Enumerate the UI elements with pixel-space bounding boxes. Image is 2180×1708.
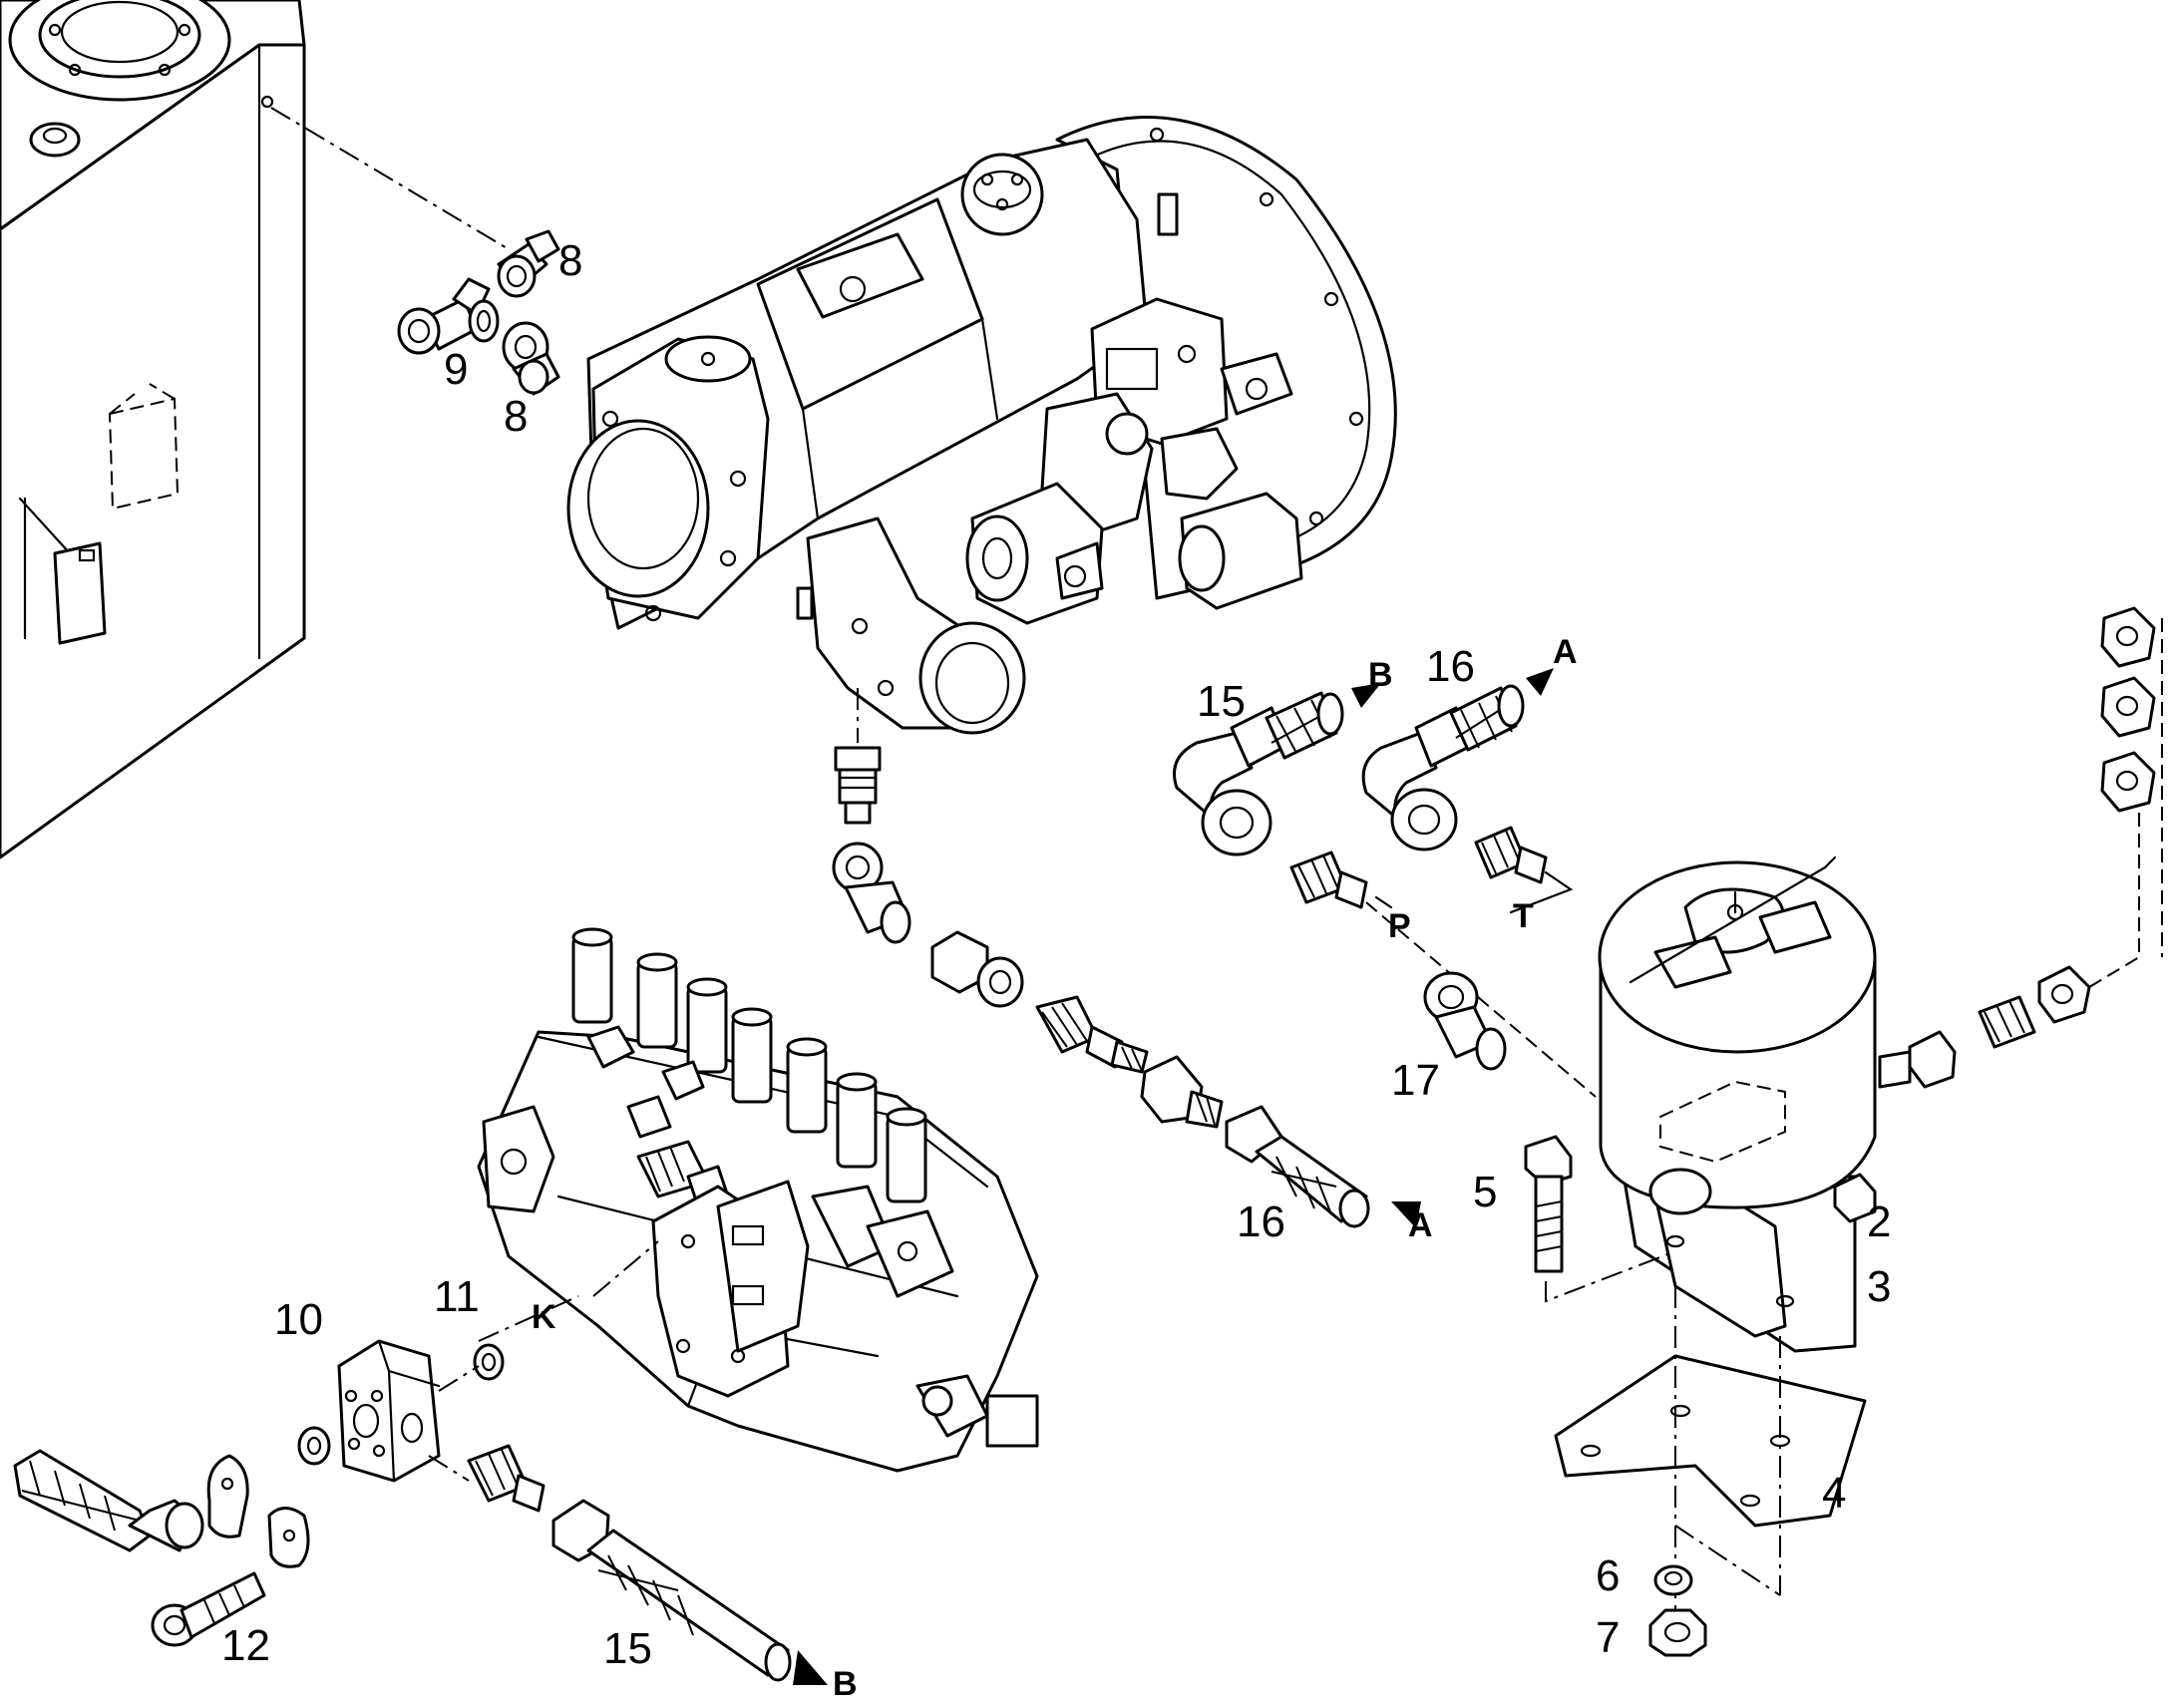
letter-k: K <box>532 1298 556 1336</box>
filter-assembly <box>1598 855 1877 1353</box>
arrow-a-upper <box>1526 668 1554 696</box>
adapter-t <box>1474 826 1548 884</box>
arrow-a-lower <box>1391 1201 1421 1228</box>
adapter-p <box>1289 851 1368 909</box>
hose-15-upper <box>1173 691 1344 856</box>
pump-assembly <box>566 116 1397 735</box>
callout-9: 9 <box>444 345 468 394</box>
callout-17: 17 <box>1391 1056 1440 1105</box>
port-block-10 <box>337 1339 441 1483</box>
callout-16-lower: 16 <box>1237 1197 1285 1246</box>
letter-a-upper: A <box>1553 633 1578 671</box>
adapter-lower <box>467 1444 545 1513</box>
callout-6: 6 <box>1596 1551 1620 1600</box>
nut-7 <box>1648 1608 1707 1657</box>
callout-16-upper: 16 <box>1426 642 1475 691</box>
callout-10: 10 <box>274 1295 323 1344</box>
letter-t: T <box>1513 897 1534 935</box>
callout-8-upper: 8 <box>558 236 582 285</box>
hose-lower-left <box>13 1449 204 1552</box>
callout-8-lower: 8 <box>504 392 528 441</box>
fitting-8-upper <box>497 229 560 298</box>
callout-11: 11 <box>434 1272 480 1321</box>
o-ring-lower <box>297 1426 331 1466</box>
callout-7: 7 <box>1596 1613 1620 1662</box>
elbow-17 <box>1423 971 1507 1071</box>
callout-3: 3 <box>1867 1262 1891 1311</box>
fitting-8-lower <box>502 321 560 396</box>
callout-15-upper: 15 <box>1197 677 1246 726</box>
letter-a-lower: A <box>1408 1206 1433 1244</box>
fitting-9-tee <box>397 277 500 355</box>
mounting-plate-4 <box>1554 1354 1867 1528</box>
letter-b-lower: B <box>833 1665 858 1703</box>
hose-16-upper <box>1361 684 1525 852</box>
hydraulic-tank <box>0 0 306 859</box>
washer-6 <box>1653 1564 1693 1596</box>
hose-15-lower <box>551 1499 792 1682</box>
letter-p: P <box>1388 907 1411 945</box>
screw-12 <box>151 1571 266 1647</box>
o-ring-11 <box>473 1343 505 1381</box>
fitting-chain <box>832 746 1370 1228</box>
arrow-b-upper <box>1351 683 1381 708</box>
callout-4: 4 <box>1822 1469 1846 1518</box>
control-valve-block <box>477 927 1039 1473</box>
callout-12: 12 <box>221 1621 270 1670</box>
arrow-b-lower <box>793 1650 828 1685</box>
letter-b-upper: B <box>1368 656 1393 694</box>
callout-15-lower: 15 <box>603 1624 652 1673</box>
callout-2: 2 <box>1867 1197 1891 1246</box>
split-flange <box>206 1454 310 1568</box>
fitting-chain-right <box>1878 606 2156 1089</box>
bolt-5 <box>1524 1135 1573 1273</box>
callout-5: 5 <box>1473 1168 1497 1216</box>
